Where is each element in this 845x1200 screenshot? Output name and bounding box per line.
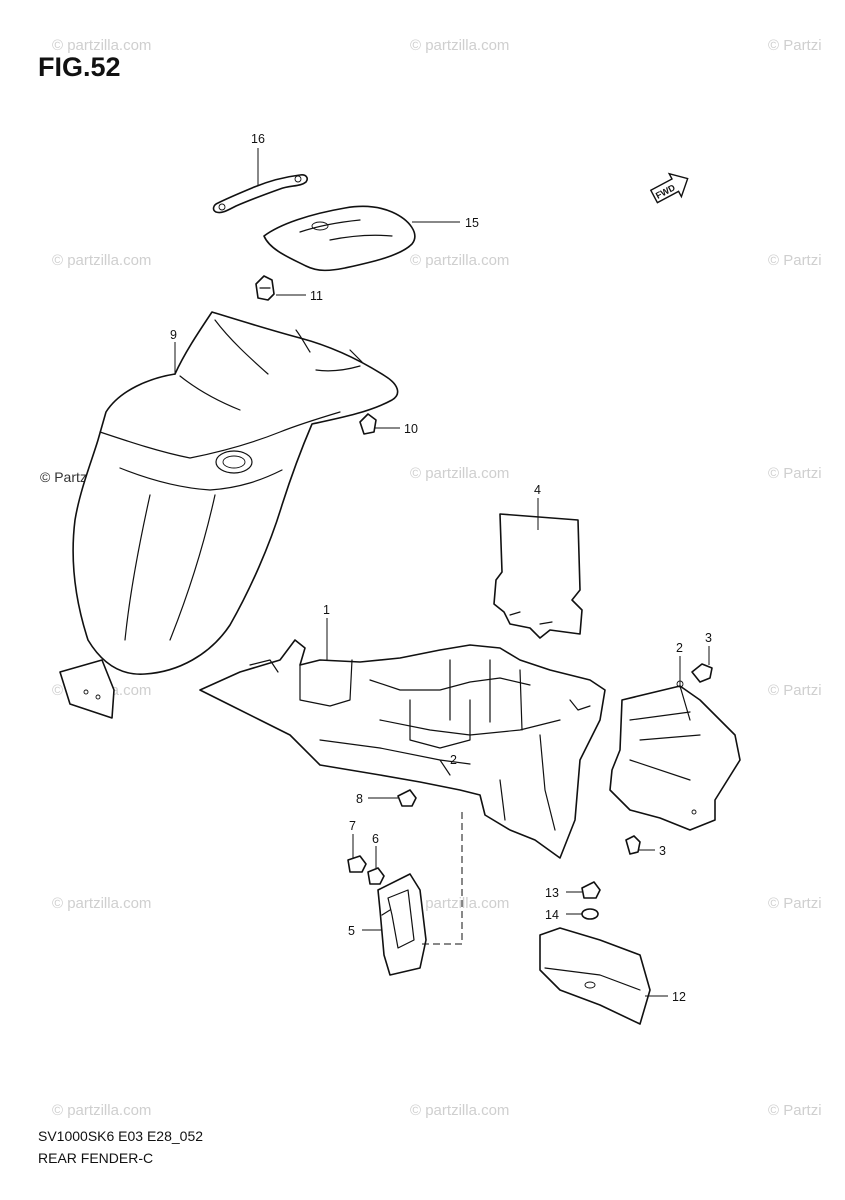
figure-code: SV1000SK6 E03 E28_052 bbox=[38, 1128, 204, 1144]
callout-11: 11 bbox=[310, 289, 323, 303]
callout-14: 14 bbox=[545, 908, 559, 922]
watermark: © partzilla.com bbox=[52, 37, 151, 54]
watermark: © partzilla.com bbox=[410, 895, 509, 912]
part-11-clip bbox=[255, 275, 275, 301]
part-2-bracket bbox=[609, 680, 741, 831]
callout-16: 16 bbox=[251, 132, 265, 146]
callout-3-top: 3 bbox=[705, 631, 712, 645]
part-1-rear-fender-box bbox=[199, 639, 606, 859]
watermark: © partzilla.com bbox=[410, 252, 509, 269]
callout-5: 5 bbox=[348, 924, 355, 938]
part-4-plate bbox=[493, 513, 583, 639]
callout-6: 6 bbox=[372, 832, 379, 846]
watermark: © Partzi bbox=[768, 252, 822, 269]
watermark: © partzilla.com bbox=[410, 37, 509, 54]
callout-8: 8 bbox=[356, 792, 363, 806]
callout-4: 4 bbox=[534, 483, 541, 497]
watermark: © Partzi bbox=[768, 37, 822, 54]
forward-arrow-icon: FWD bbox=[649, 172, 689, 204]
callout-3-bottom: 3 bbox=[659, 844, 666, 858]
part-5-reflector-bracket bbox=[377, 873, 427, 976]
callout-10: 10 bbox=[404, 422, 418, 436]
callout-15: 15 bbox=[465, 216, 479, 230]
callout-12: 12 bbox=[672, 990, 686, 1004]
part-8-clip bbox=[397, 789, 417, 807]
callout-labels: 16 15 11 9 10 4 1 2 3 2 3 8 7 6 5 13 14 … bbox=[170, 132, 712, 1004]
callout-7: 7 bbox=[349, 819, 356, 833]
watermark: © Partzi bbox=[768, 465, 822, 482]
leader-lines bbox=[174, 148, 710, 997]
part-13-bolt bbox=[581, 881, 601, 899]
part-15-tail-cover bbox=[263, 205, 416, 272]
part-3-screw-bottom bbox=[625, 835, 641, 855]
watermark: © partzilla.com bbox=[52, 252, 151, 269]
callout-1: 1 bbox=[323, 603, 330, 617]
callout-13: 13 bbox=[545, 886, 559, 900]
callout-9: 9 bbox=[170, 328, 177, 342]
part-14-washer bbox=[581, 908, 599, 920]
part-9-rear-fender bbox=[72, 311, 399, 675]
watermark: © partzilla.com bbox=[410, 465, 509, 482]
part-16-tool bbox=[212, 174, 308, 214]
watermark: © partzilla.com bbox=[52, 1102, 151, 1119]
part-6-washer bbox=[367, 867, 385, 885]
part-7-nut bbox=[347, 855, 367, 873]
watermark: © partzilla.com bbox=[52, 895, 151, 912]
callout-2-right: 2 bbox=[676, 641, 683, 655]
callout-2-center: 2 bbox=[450, 753, 457, 767]
part-12-mudguard bbox=[539, 927, 651, 1025]
part-9-plate-bracket bbox=[59, 659, 115, 719]
watermark: © Partzi bbox=[768, 895, 822, 912]
part-3-screw-top bbox=[691, 663, 713, 683]
figure-name: REAR FENDER-C bbox=[38, 1150, 154, 1166]
part-10-bolt bbox=[359, 413, 377, 435]
watermark: © Partzi bbox=[768, 682, 822, 699]
figure-title: FIG.52 bbox=[38, 52, 121, 82]
watermark: © partzilla.com bbox=[410, 1102, 509, 1119]
watermark: © Partzi bbox=[768, 1102, 822, 1119]
